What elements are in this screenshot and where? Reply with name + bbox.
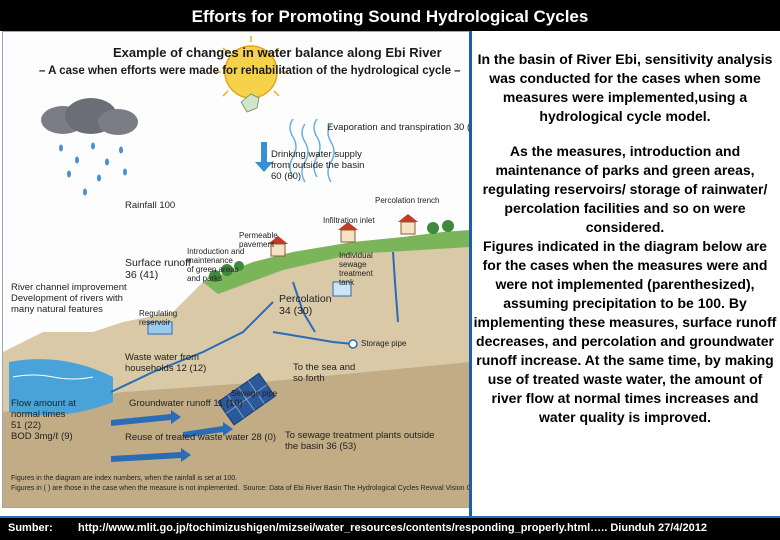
label-percolation-2: 34 (30) [279,306,312,317]
label-drinking-1: Drinking water supply [271,149,362,160]
label-individual-4: tank [339,277,354,288]
label-river-2: Development of rivers with [11,293,123,304]
paragraph-3: Figures indicated in the diagram below a… [472,237,778,427]
label-river-3: many natural features [11,304,103,315]
label-intro-4: and parks [187,273,222,284]
label-flow-1: Flow amount at [11,398,76,409]
paragraph-1: In the basin of River Ebi, sensitivity a… [472,50,778,126]
label-drinking-3: 60 (60) [271,171,301,182]
description-text: In the basin of River Ebi, sensitivity a… [472,50,778,427]
footer: Sumber: http://www.mlit.go.jp/tochimizus… [0,516,780,540]
diagram-title-line1: Example of changes in water balance alon… [113,45,442,61]
label-evaporation: Evaporation and transpiration 30 (29) [327,122,471,133]
label-surface-1: Surface runoff [125,258,191,269]
label-percolation-1: Percolation [279,294,332,305]
label-infiltration-inlet: Infiltration inlet [323,215,375,226]
diagram-title-line2: – A case when efforts were made for reha… [39,63,461,79]
label-to-sea-1: To the sea and [293,362,355,373]
label-flow-4: BOD 3mg/ℓ (9) [11,431,73,442]
label-sewage-plant-2: the basin 36 (53) [285,441,356,452]
water-balance-diagram: Example of changes in water balance alon… [2,31,471,508]
label-to-sea-2: so forth [293,373,325,384]
label-waste-1: Waste water from [125,352,199,363]
label-river-1: River channel improvement [11,282,127,293]
label-flow-3: 51 (22) [11,420,41,431]
label-waste-2: households 12 (12) [125,363,206,374]
label-sewage-plant-1: To sewage treatment plants outside [285,430,434,441]
source-label: Sumber: [8,518,53,538]
label-reuse: Reuse of treated waste water 28 (0) [125,432,276,443]
source-url[interactable]: http://www.mlit.go.jp/tochimizushigen/mi… [78,518,707,538]
rain-cloud-icon [41,98,138,196]
paragraph-2: As the measures, introduction and mainte… [472,142,778,237]
slide-title: Efforts for Promoting Sound Hydrological… [0,0,780,31]
label-storage-pipe: Storage pipe [361,338,406,349]
label-drinking-2: from outside the basin [271,160,364,171]
label-surface-2: 36 (41) [125,270,158,281]
storage-pipe-icon [349,340,357,348]
label-rainfall: Rainfall 100 [125,200,175,211]
label-groundwater: Groundwater runoff 11 (10) [129,398,243,409]
note-line-2: Figures in ( ) are those in the case whe… [11,483,239,494]
label-regulating-2: reservoir [139,317,170,328]
source-note: Source: Data of Ebi River Basin The Hydr… [243,483,471,494]
label-percolation-trench: Percolation trench [375,195,439,206]
label-flow-2: normal times [11,409,65,420]
